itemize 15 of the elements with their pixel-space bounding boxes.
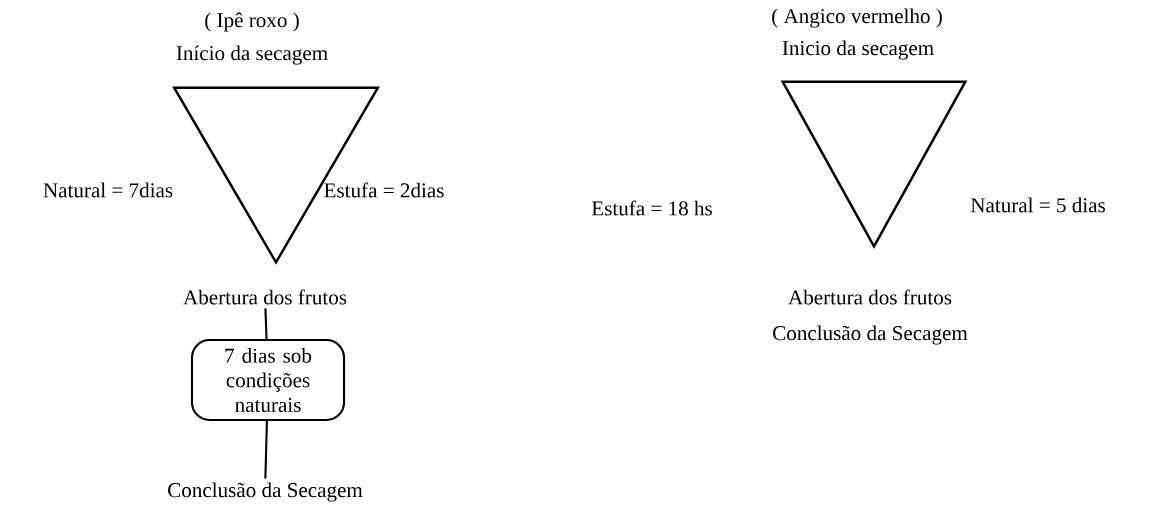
species-label: ( Angico vermelho ) [772,8,942,28]
step-text: Conclusão da Secagem [168,482,363,502]
connector-line [264,308,268,339]
duration-label: Estufa = 2dias [324,182,444,198]
duration-label: Natural = 7dias [43,182,173,198]
step-text: Abertura dos frutos [788,289,952,305]
process-box: 7 dias sob condições naturais [190,338,346,422]
duration-label: Estufa = 18 hs [591,200,712,216]
connector-line [264,421,268,479]
step-text: Conclusão da Secagem [773,325,968,345]
step-text: Inicio da secagem [782,40,934,60]
step-text: Início da secagem [176,45,328,65]
duration-label: Natural = 5 dias [970,197,1105,213]
species-label: ( Ipê roxo ) [205,12,299,32]
step-text: Abertura dos frutos [183,289,347,305]
